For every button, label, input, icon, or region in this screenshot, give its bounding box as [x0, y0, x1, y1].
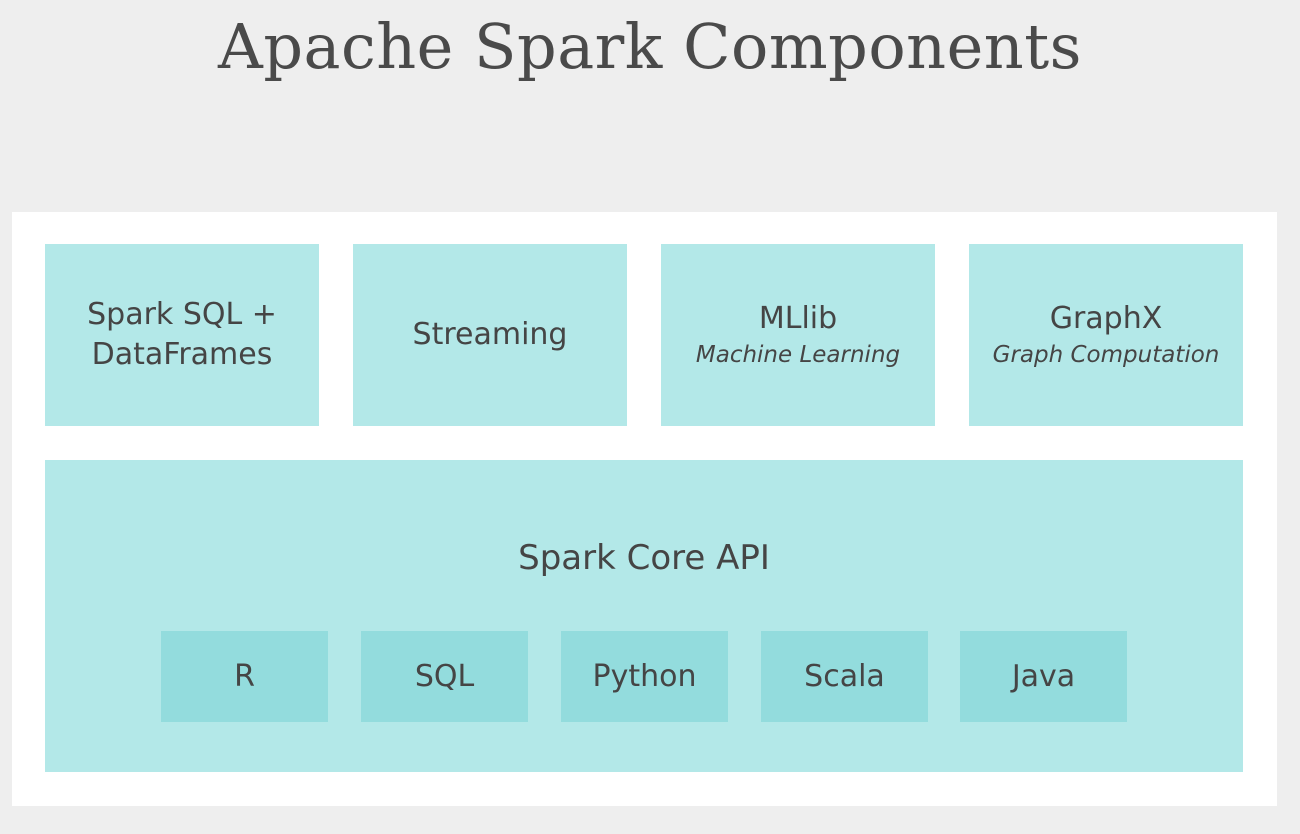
- module-name-line: Spark SQL +: [87, 297, 277, 332]
- module-name: GraphX: [1049, 301, 1163, 336]
- language-sql: SQL: [361, 631, 528, 722]
- module-streaming: Streaming: [353, 244, 627, 426]
- diagram-title: Apache Spark Components: [218, 10, 1082, 83]
- spark-core-label: Spark Core API: [518, 538, 770, 578]
- language-r: R: [161, 631, 328, 722]
- module-subtitle: Machine Learning: [695, 342, 901, 368]
- module-mllib: MLlib Machine Learning: [661, 244, 935, 426]
- spark-core-block: Spark Core API R SQL Python Scala Java: [45, 460, 1243, 772]
- module-name: Streaming: [412, 317, 568, 352]
- language-java: Java: [960, 631, 1127, 722]
- module-name-line: DataFrames: [91, 337, 273, 372]
- module-graphx: GraphX Graph Computation: [969, 244, 1243, 426]
- module-subtitle: Graph Computation: [992, 342, 1220, 368]
- language-python: Python: [561, 631, 728, 722]
- module-name: MLlib: [758, 301, 838, 336]
- language-scala: Scala: [761, 631, 928, 722]
- module-spark-sql: Spark SQL + DataFrames: [45, 244, 319, 426]
